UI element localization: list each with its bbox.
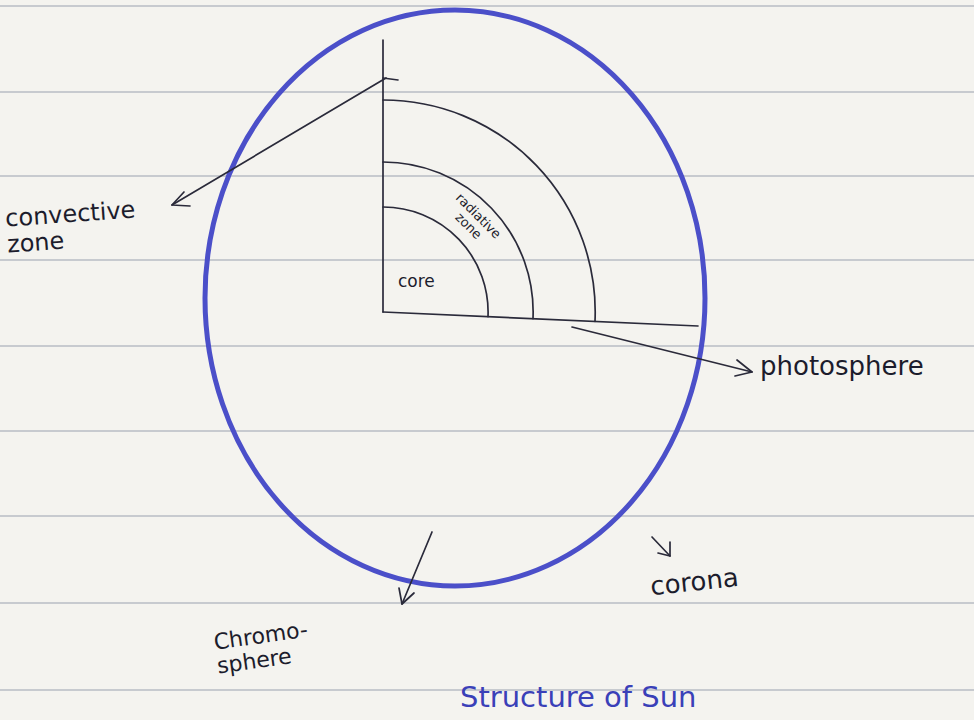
layer-label: photosphere [760,352,965,381]
layer-label: Chromo- sphere [212,614,343,679]
cutaway-lines [383,40,698,326]
layer-label: corona [649,560,771,601]
paper-rules [0,6,974,690]
zone-label: core [398,272,458,291]
zone-label: radiative zone [437,185,510,258]
leader-arrows [172,78,752,604]
zone-label: convective zone [4,194,167,258]
diagram-title: Structure of Sun [460,680,696,714]
sun-outline [205,10,705,586]
